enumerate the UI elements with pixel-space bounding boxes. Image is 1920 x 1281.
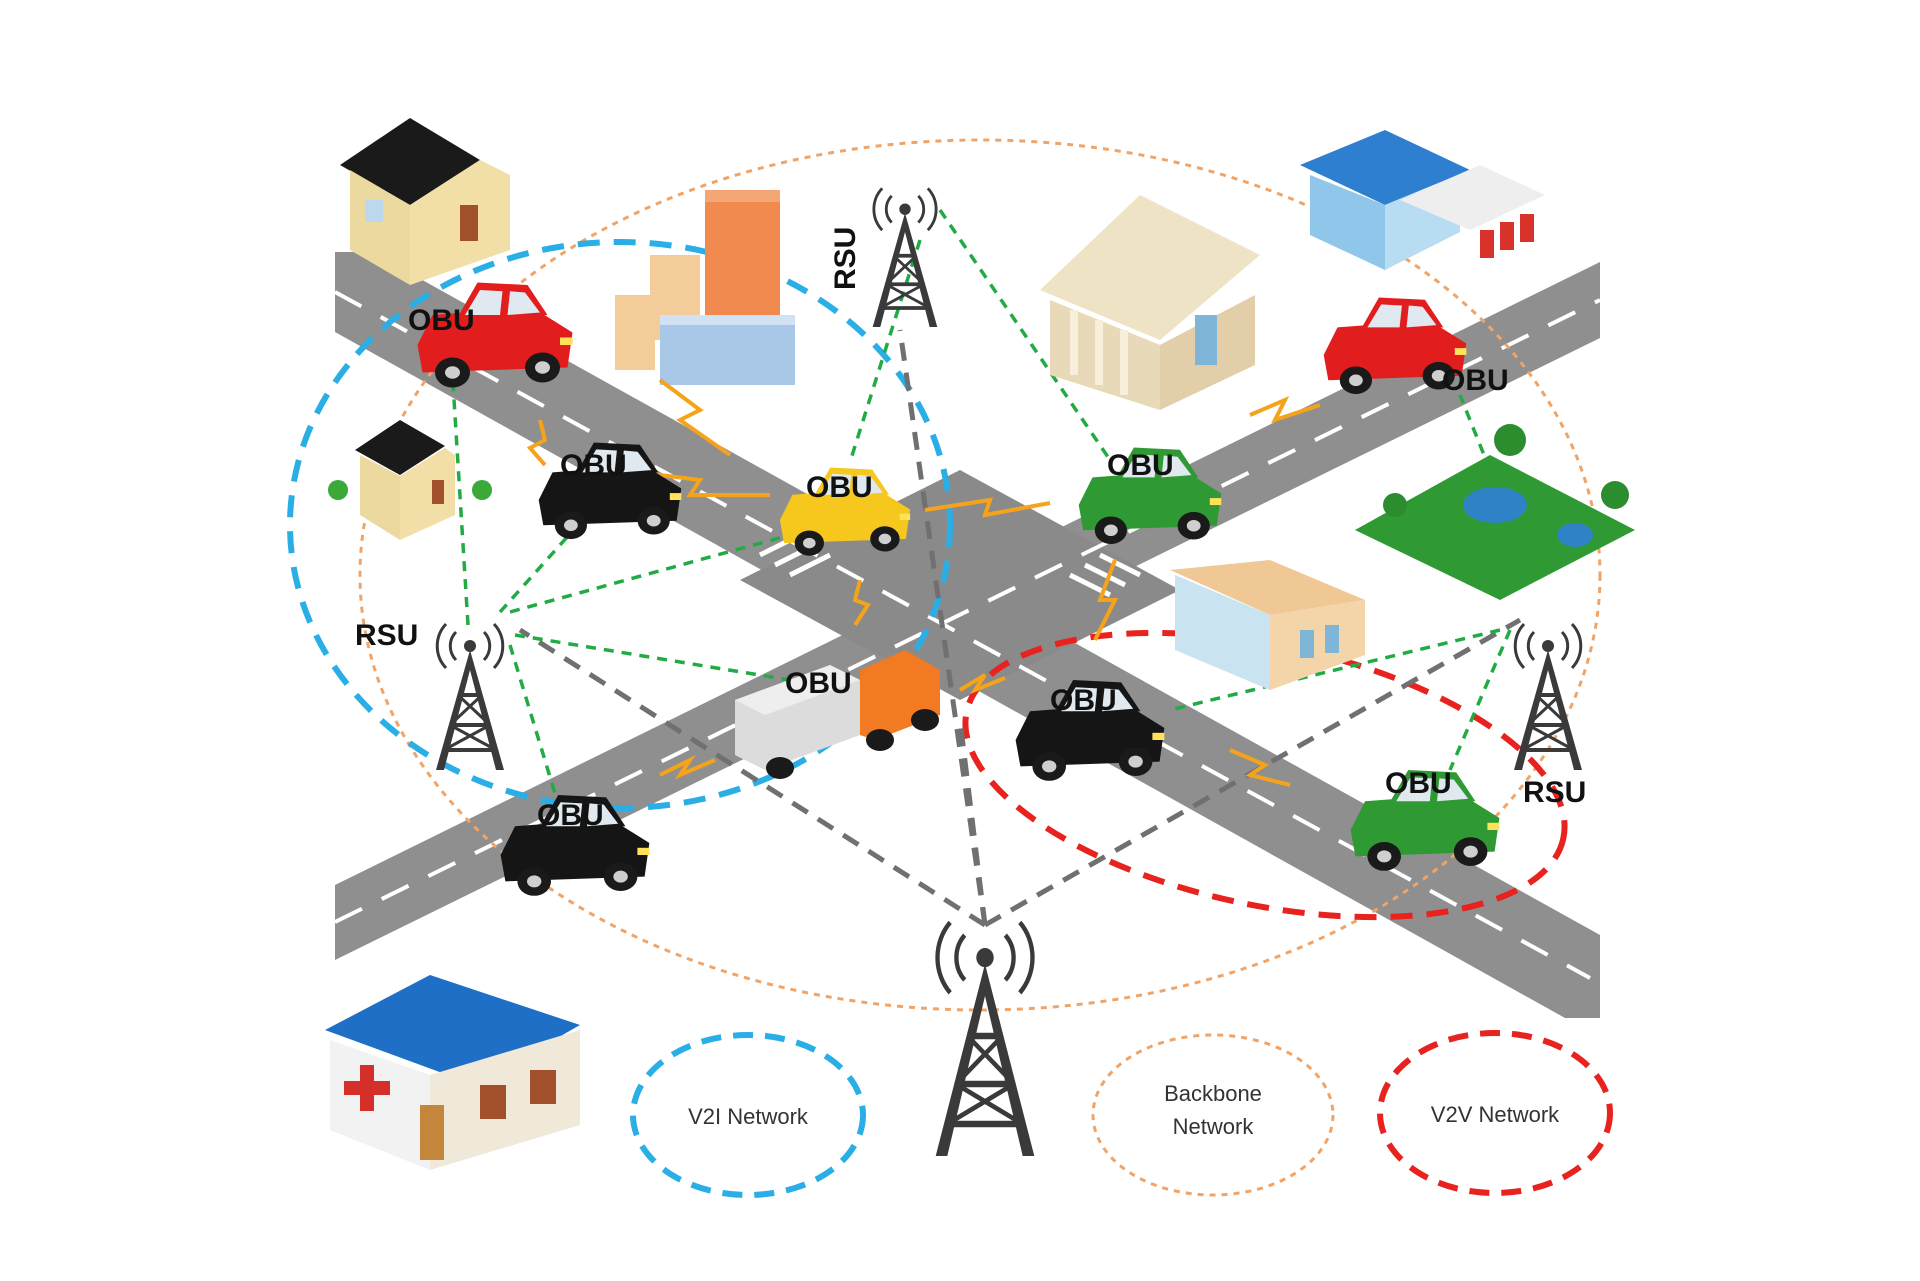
rsu-label: RSU [1523,776,1586,809]
v2v-links [526,378,1321,787]
rsu-label: RSU [829,227,862,290]
obu-label: OBU [785,667,852,700]
obu-label: OBU [1385,767,1452,800]
house-icon [328,420,492,540]
obu-label: OBU [806,471,873,504]
rsu-label: RSU [355,619,418,652]
cell-tower-icon [1512,622,1584,772]
office-building-icon [615,190,795,385]
shop-icon [1170,560,1365,690]
legend-backbone-network: Backbone Network [1091,1033,1335,1197]
gas-station-icon [1300,130,1545,270]
obu-label: OBU [1107,449,1174,482]
cell-tower-icon [936,922,1035,1156]
v2v-network-boundary [962,629,1568,921]
legend-label-v2v: V2V Network [1431,1102,1560,1127]
rsu-labels: RSU RSU RSU [355,227,1586,809]
legend-label-backbone-1: Backbone [1164,1081,1262,1106]
legend-label-backbone-2: Network [1173,1114,1255,1139]
vehicle-truck [735,650,940,779]
obu-label: OBU [560,449,627,482]
legend-label-v2i: V2I Network [688,1104,809,1129]
obu-label: OBU [1050,684,1117,717]
v2i-network-boundary [287,239,953,811]
obu-label: OBU [1442,364,1509,397]
cell-tower-icon [870,186,940,329]
legend: V2I Network Backbone Network V2V Network [630,1030,1613,1198]
house-icon [340,118,510,285]
hospital-icon [325,975,580,1170]
bank-icon [1040,195,1260,410]
cell-tower-icon [434,622,506,772]
legend-v2v-network: V2V Network [1377,1030,1613,1196]
obu-label: OBU [408,304,475,337]
park-icon [1355,424,1635,600]
backbone-network-boundary [358,138,1602,1012]
legend-v2i-network: V2I Network [630,1032,866,1198]
obu-label: OBU [537,799,604,832]
obu-labels: OBU OBU OBU OBU OBU OBU OBU OBU OBU [408,304,1509,832]
